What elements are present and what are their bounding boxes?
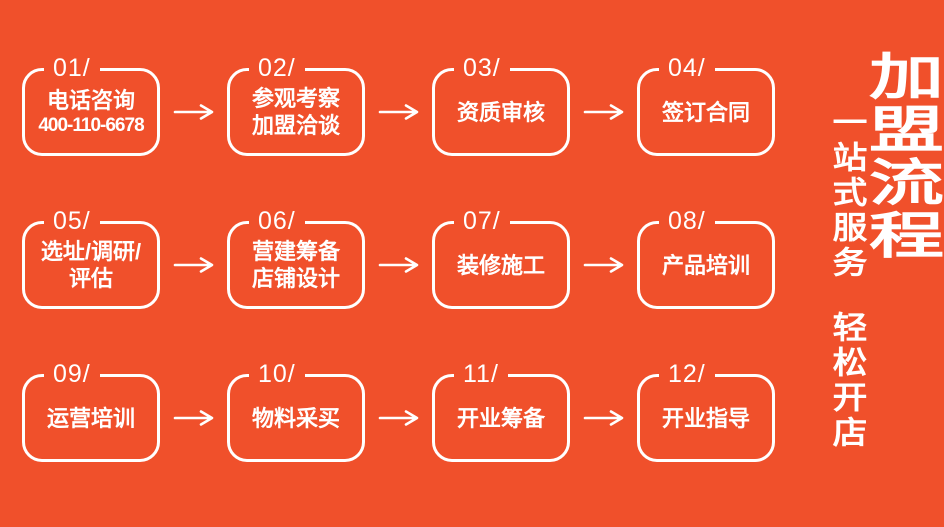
arrow-cell: [365, 102, 432, 122]
arrow-right-icon: [173, 257, 213, 273]
step-box: 物料采买: [227, 374, 365, 462]
step-number: 04/: [659, 53, 715, 83]
step-card-03: 03/ 资质审核: [432, 53, 570, 156]
step-number: 06/: [249, 206, 305, 236]
step-card-10: 10/ 物料采买: [227, 359, 365, 462]
subtitle-part-1: 一站式服务: [827, 106, 867, 281]
step-text-line: 装修施工: [456, 252, 545, 278]
flow-row-3: 09/ 运营培训 10/ 物料采买: [22, 359, 775, 462]
arrow-right-icon: [378, 104, 418, 120]
step-text-line: 选址/调研/: [40, 239, 142, 264]
step-text-line: 评估: [68, 266, 113, 291]
step-number: 05/: [44, 206, 100, 236]
step-text-line: 营建筹备: [251, 239, 340, 264]
phone-number: 400-110-6678: [38, 114, 144, 136]
step-card-07: 07/ 装修施工: [432, 206, 570, 309]
poster-subtitle-vertical: 一站式服务轻松开店: [827, 106, 867, 451]
step-text-line: 产品培训: [661, 252, 750, 278]
step-text-line: 参观考察: [251, 86, 340, 111]
step-card-11: 11/ 开业筹备: [432, 359, 570, 462]
step-card-09: 09/ 运营培训: [22, 359, 160, 462]
arrow-cell: [160, 102, 227, 122]
step-text-line: 物料采买: [251, 405, 340, 431]
step-card-01: 01/ 电话咨询 400-110-6678: [22, 53, 160, 156]
step-text-line: 资质审核: [456, 99, 545, 125]
step-number: 01/: [44, 53, 100, 83]
arrow-cell: [570, 255, 637, 275]
arrow-right-icon: [583, 104, 623, 120]
arrow-cell: [570, 102, 637, 122]
arrow-right-icon: [583, 257, 623, 273]
step-box: 电话咨询 400-110-6678: [22, 68, 160, 156]
flow-row-1: 01/ 电话咨询 400-110-6678 02/ 参观考察 加盟洽谈: [22, 53, 775, 156]
step-text-line: 签订合同: [661, 99, 750, 125]
step-card-12: 12/ 开业指导: [637, 359, 775, 462]
step-text-line: 运营培训: [46, 405, 135, 431]
step-card-05: 05/ 选址/调研/ 评估: [22, 206, 160, 309]
step-number: 02/: [249, 53, 305, 83]
step-card-04: 04/ 签订合同: [637, 53, 775, 156]
subtitle-part-2: 轻松开店: [827, 311, 867, 451]
arrow-right-icon: [173, 104, 213, 120]
step-card-02: 02/ 参观考察 加盟洽谈: [227, 53, 365, 156]
arrow-right-icon: [583, 410, 623, 426]
arrow-cell: [160, 255, 227, 275]
arrow-right-icon: [378, 257, 418, 273]
step-number: 10/: [249, 359, 305, 389]
step-number: 12/: [659, 359, 715, 389]
step-number: 03/: [454, 53, 510, 83]
arrow-right-icon: [173, 410, 213, 426]
poster-title-vertical: 加盟流程: [858, 50, 943, 262]
flow-grid: 01/ 电话咨询 400-110-6678 02/ 参观考察 加盟洽谈: [22, 53, 775, 527]
arrow-cell: [365, 255, 432, 275]
step-text-line: 店铺设计: [251, 266, 340, 291]
step-number: 09/: [44, 359, 100, 389]
step-number: 08/: [659, 206, 715, 236]
arrow-cell: [160, 408, 227, 428]
step-card-08: 08/ 产品培训: [637, 206, 775, 309]
step-number: 11/: [454, 359, 508, 389]
arrow-cell: [365, 408, 432, 428]
arrow-cell: [570, 408, 637, 428]
arrow-right-icon: [378, 410, 418, 426]
step-text-line: 开业筹备: [456, 405, 545, 431]
step-text-line: 开业指导: [661, 405, 750, 431]
step-text-line: 电话咨询: [46, 87, 135, 113]
step-box: 选址/调研/ 评估: [22, 221, 160, 309]
step-card-06: 06/ 营建筹备 店铺设计: [227, 206, 365, 309]
flow-row-2: 05/ 选址/调研/ 评估 06/ 营建筹备 店铺设计: [22, 206, 775, 309]
step-text-line: 加盟洽谈: [251, 113, 340, 138]
step-number: 07/: [454, 206, 510, 236]
